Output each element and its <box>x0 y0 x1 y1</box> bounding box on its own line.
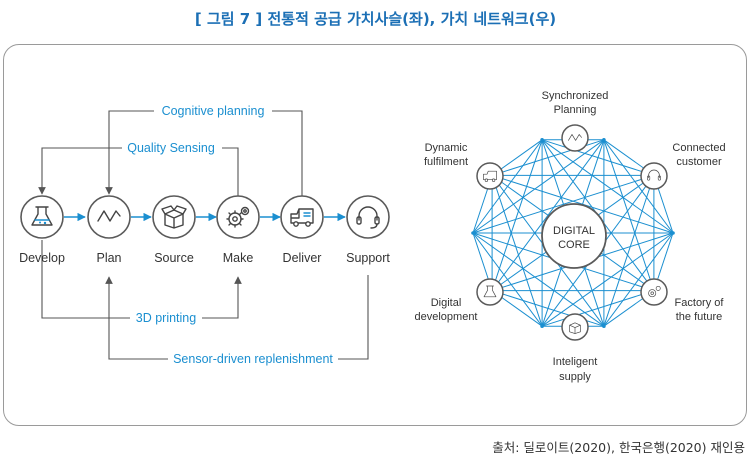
gears-icon <box>648 285 661 298</box>
mesh-vertex <box>471 231 475 235</box>
label-sensor-replenishment: Sensor-driven replenishment <box>173 352 333 366</box>
node-label-connected: Connected <box>672 142 725 154</box>
node-connected-customer <box>640 162 668 190</box>
digital-core-line1: DIGITAL <box>553 225 595 237</box>
stage-make-node <box>216 195 260 239</box>
node-factory-of-the-future <box>640 278 668 306</box>
stage-source-node <box>152 195 196 239</box>
open-box-icon <box>161 205 187 229</box>
node-label-supply: supply <box>559 371 591 383</box>
value-network: DIGITAL CORE Synchronized Planning Conne… <box>415 90 726 383</box>
stage-develop-label: Develop <box>19 251 65 265</box>
node-label-dynamic: Dynamic <box>425 142 468 154</box>
node-label-future: the future <box>676 311 722 323</box>
flask-icon <box>483 285 497 298</box>
label-cognitive-planning: Cognitive planning <box>162 104 265 118</box>
node-label-factory: Factory of <box>675 297 725 309</box>
truck-icon <box>290 208 314 227</box>
node-label-fulfilment: fulfilment <box>424 156 468 168</box>
node-label-development: development <box>415 311 478 323</box>
stage-make-label: Make <box>223 251 254 265</box>
label-3d-printing: 3D printing <box>136 311 196 325</box>
mesh-link <box>472 139 543 234</box>
digital-core-line2: CORE <box>558 239 590 251</box>
stage-deliver-node <box>280 195 324 239</box>
gears-icon <box>226 206 250 228</box>
node-label-inteligent: Inteligent <box>553 356 598 368</box>
stage-source-label: Source <box>154 251 194 265</box>
open-box-icon <box>569 322 581 334</box>
stage-develop-node <box>20 195 64 239</box>
loop-3d-printing <box>41 240 242 319</box>
label-quality-sensing: Quality Sensing <box>127 141 215 155</box>
mesh-link <box>472 232 543 327</box>
headset-icon <box>356 206 380 229</box>
mesh-link <box>541 139 655 176</box>
headset-icon <box>647 169 661 181</box>
value-chain: Cognitive planning Quality Sensing 3D pr… <box>19 101 390 368</box>
stage-support-label: Support <box>346 251 390 265</box>
zigzag-chart-icon <box>568 134 582 141</box>
mesh-link <box>541 232 674 327</box>
node-synchronized-planning <box>561 124 589 152</box>
node-intelligent-supply <box>561 313 589 341</box>
node-label-digital: Digital <box>431 297 462 309</box>
truck-icon <box>483 170 497 182</box>
figure-title: [ 그림 7 ] 전통적 공급 가치사슬(좌), 가치 네트워크(우) <box>194 10 557 28</box>
mesh-link <box>603 139 655 291</box>
node-label-synchronized: Synchronized <box>542 90 609 102</box>
mesh-link <box>472 139 605 234</box>
stage-deliver-label: Deliver <box>283 251 322 265</box>
mesh-vertex <box>671 231 675 235</box>
stage-plan-label: Plan <box>96 251 121 265</box>
source-citation: 출처: 딜로이트(2020), 한국은행(2020) 재인용 <box>492 440 745 455</box>
stage-support-node <box>346 195 390 239</box>
mesh-link <box>491 139 543 291</box>
mesh-link <box>491 175 543 327</box>
flask-icon <box>31 206 53 226</box>
zigzag-chart-icon <box>97 210 121 222</box>
mesh-link <box>603 175 655 327</box>
node-dynamic-fulfilment <box>476 162 504 190</box>
node-label-planning: Planning <box>554 104 597 116</box>
digital-core <box>541 203 607 269</box>
stage-plan-node <box>87 195 131 239</box>
mesh-link <box>472 232 605 327</box>
mesh-vertex <box>540 324 544 329</box>
mesh-vertex <box>540 137 544 142</box>
mesh-vertex <box>602 324 606 329</box>
node-label-customer: customer <box>676 156 722 168</box>
node-digital-development <box>476 278 504 306</box>
mesh-link <box>541 139 674 234</box>
mesh-vertex <box>602 137 606 142</box>
mesh-link <box>491 174 674 234</box>
